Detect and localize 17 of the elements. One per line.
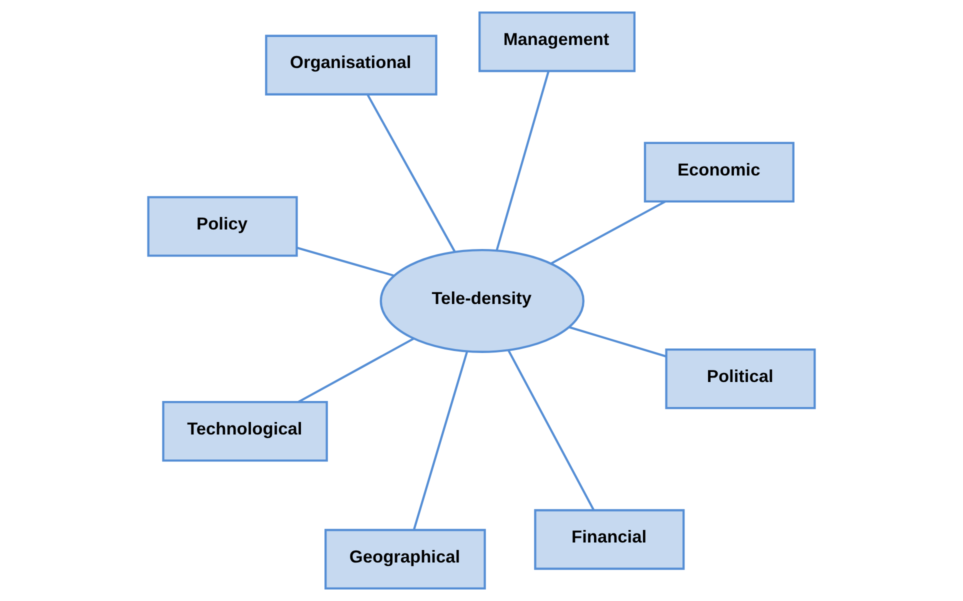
- node-ellipse: Tele-density: [380, 248, 584, 353]
- connector: [366, 94, 456, 252]
- connector: [550, 200, 666, 264]
- node-box: Technological: [162, 400, 328, 462]
- connector: [508, 350, 595, 511]
- node-box: Political: [665, 348, 816, 410]
- node-box: Geographical: [324, 528, 486, 590]
- node-box: Policy: [147, 196, 298, 257]
- node-box: Economic: [644, 142, 794, 203]
- connector: [568, 326, 667, 358]
- node-box: Financial: [534, 509, 685, 570]
- connector: [412, 351, 468, 530]
- node-box: Organisational: [265, 34, 438, 96]
- connector: [298, 338, 414, 403]
- node-box: Management: [478, 11, 636, 72]
- connector: [296, 246, 394, 277]
- connector: [496, 70, 550, 251]
